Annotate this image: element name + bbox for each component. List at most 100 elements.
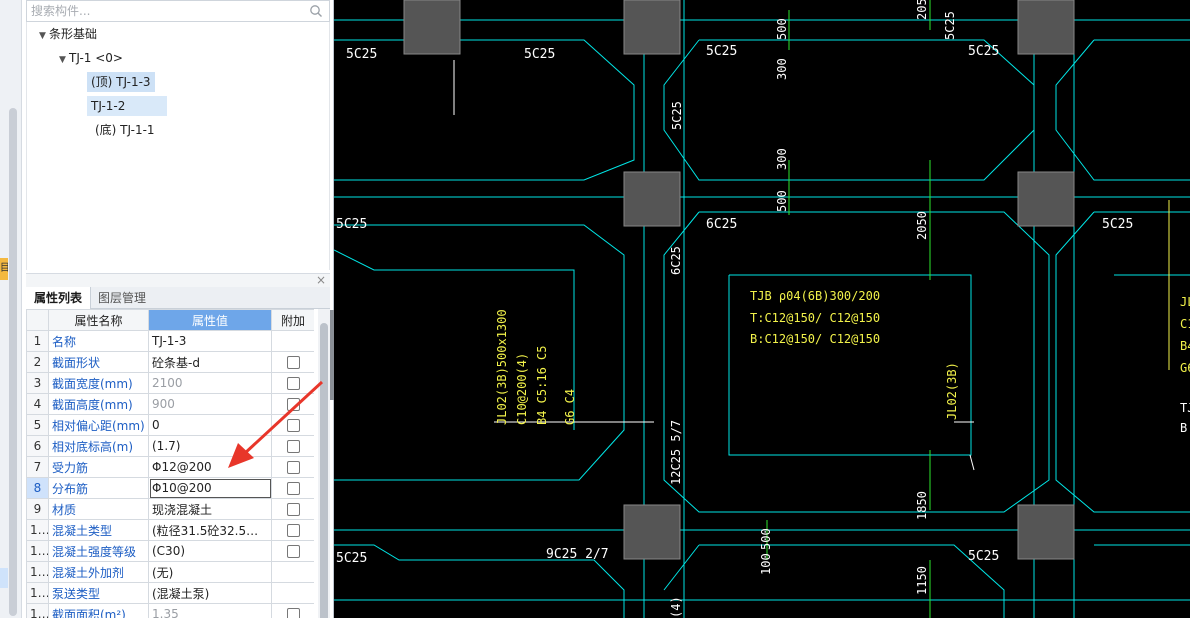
component-panel: ▼条形基础 ▼TJ-1 <0> (顶) TJ-1-3 TJ-1-2 (底) TJ…: [22, 0, 334, 618]
header-property-name[interactable]: 属性名称: [48, 309, 149, 331]
property-name-cell[interactable]: 受力筋: [48, 456, 149, 478]
row-index: 4: [26, 393, 49, 415]
tab-property-list[interactable]: 属性列表: [26, 287, 92, 309]
close-icon[interactable]: ×: [315, 273, 326, 287]
property-name-cell[interactable]: 截面面积(m²): [48, 603, 149, 618]
tree-item-tj-1-1[interactable]: (底) TJ-1-1: [95, 123, 155, 137]
column: [623, 0, 681, 55]
dimension-label: 2050: [915, 211, 929, 240]
property-value-cell[interactable]: TJ-1-3: [148, 330, 272, 352]
property-value-cell[interactable]: (混凝土泵): [148, 582, 272, 604]
property-value-cell[interactable]: Φ10@200: [148, 477, 272, 499]
tree-node-strip-foundation[interactable]: ▼条形基础: [39, 24, 97, 44]
row-index: 5: [26, 414, 49, 436]
cell-outline: [663, 544, 700, 591]
header-extra[interactable]: 附加: [271, 309, 314, 331]
property-tabs: 属性列表 图层管理: [26, 287, 330, 309]
property-value-cell[interactable]: 1.35: [148, 603, 272, 618]
property-name-cell[interactable]: 名称: [48, 330, 149, 352]
extra-checkbox[interactable]: [286, 377, 300, 390]
cell-outline: [1055, 39, 1190, 181]
row-index: 2: [26, 351, 49, 373]
scrollbar-thumb[interactable]: [320, 323, 328, 618]
beam-label: B:: [1180, 421, 1190, 435]
property-name-cell[interactable]: 混凝土类型: [48, 519, 149, 541]
extra-checkbox[interactable]: [286, 356, 300, 369]
caret-down-icon[interactable]: ▼: [39, 31, 46, 41]
extra-checkbox[interactable]: [286, 608, 300, 618]
extra-checkbox[interactable]: [286, 524, 300, 537]
property-value-cell[interactable]: (无): [148, 561, 272, 583]
extra-checkbox[interactable]: [286, 461, 300, 474]
header-property-value[interactable]: 属性值: [148, 309, 272, 331]
property-name-cell[interactable]: 泵送类型: [48, 582, 149, 604]
property-name-cell[interactable]: 截面形状: [48, 351, 149, 373]
property-value-cell[interactable]: 砼条基-d: [148, 351, 272, 373]
search-icon[interactable]: [309, 4, 323, 18]
extra-checkbox[interactable]: [286, 440, 300, 453]
foundation-label: TJB ρ04(6B)300/200: [750, 289, 880, 303]
tree-item-tj-1-2[interactable]: TJ-1-2: [87, 96, 167, 116]
property-value-cell[interactable]: 0: [148, 414, 272, 436]
property-value-cell[interactable]: 900: [148, 393, 272, 415]
property-name-cell[interactable]: 相对底标高(m): [48, 435, 149, 457]
property-value-cell[interactable]: (1.7): [148, 435, 272, 457]
property-scrollbar[interactable]: [318, 309, 330, 618]
extra-checkbox[interactable]: [286, 419, 300, 432]
dimension-label: 100: [759, 553, 773, 575]
beam-label: JL02(3B)500x1300: [495, 309, 509, 425]
extra-checkbox[interactable]: [286, 398, 300, 411]
search-input[interactable]: [27, 1, 307, 21]
property-name-cell[interactable]: 截面高度(mm): [48, 393, 149, 415]
beam-label: JL02(3B): [945, 362, 959, 420]
extra-checkbox[interactable]: [286, 482, 300, 495]
property-value-cell[interactable]: (粒径31.5砼32.5级...: [148, 519, 272, 541]
property-name-cell[interactable]: 截面宽度(mm): [48, 372, 149, 394]
tab-layer-management[interactable]: 图层管理: [98, 291, 147, 305]
property-value-cell[interactable]: Φ12@200: [148, 456, 272, 478]
property-name-cell[interactable]: 相对偏心距(mm): [48, 414, 149, 436]
beam-label: JL: [1180, 295, 1190, 309]
extra-cell: [271, 435, 314, 457]
rebar-label: 6C25: [669, 246, 683, 275]
property-value-cell[interactable]: 现浇混凝土: [148, 498, 272, 520]
panel-collapse-handle[interactable]: [330, 310, 334, 400]
property-value-cell[interactable]: (C30): [148, 540, 272, 562]
row-index: 11: [26, 540, 49, 562]
extra-cell: [271, 519, 314, 541]
rebar-label: 5C25: [670, 101, 684, 130]
column: [403, 0, 461, 55]
dimension-label: 500: [759, 528, 773, 550]
tree-item-tj-1-3[interactable]: (顶) TJ-1-3: [87, 72, 155, 92]
property-name-cell[interactable]: 材质: [48, 498, 149, 520]
rebar-label: 5C25: [346, 47, 377, 62]
left-scrollbar[interactable]: [9, 108, 17, 616]
foundation-label: B:C12@150/ C12@150: [750, 332, 880, 346]
extra-checkbox[interactable]: [286, 503, 300, 516]
tree-node-tj-1[interactable]: ▼TJ-1 <0>: [59, 48, 123, 68]
extra-checkbox[interactable]: [286, 545, 300, 558]
caret-down-icon[interactable]: ▼: [59, 55, 66, 65]
property-value-cell[interactable]: 2100: [148, 372, 272, 394]
cell-outline: [728, 274, 972, 456]
property-name-cell[interactable]: 混凝土外加剂: [48, 561, 149, 583]
property-name-cell[interactable]: 分布筋: [48, 477, 149, 499]
property-name-cell[interactable]: 混凝土强度等级: [48, 540, 149, 562]
side-tab-marker[interactable]: 目: [0, 258, 8, 280]
